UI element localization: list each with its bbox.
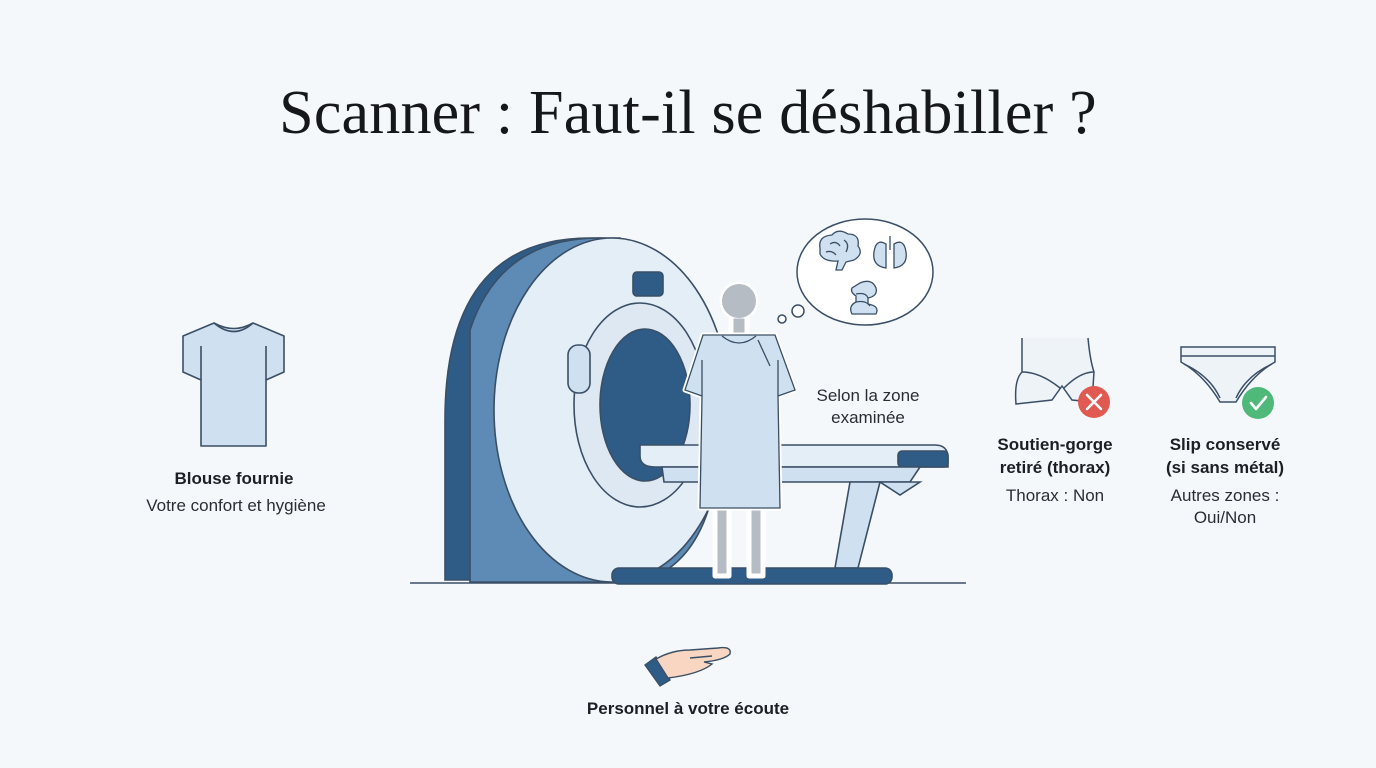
brief-icon [1180,346,1276,403]
bra-title-line1: Soutien-gorge [997,435,1113,454]
lungs-icon [873,236,907,269]
gown-title: Blouse fournie [174,469,294,488]
brief-title-line2: (si sans métal) [1165,458,1285,477]
ct-scanner-icon [444,237,731,583]
page-title: Scanner : Faut-il se déshabiller ? [279,79,1097,147]
hand-icon [644,646,731,687]
brief-note-line1: Autres zones : [1170,486,1280,505]
no-icon [1078,386,1110,418]
bra-title-line2: retiré (thorax) [999,458,1111,477]
gown-icon [182,322,285,447]
brief-note-line2: Oui/Non [1193,508,1257,527]
gown-subtitle: Votre confort et hygiène [146,496,326,515]
yes-icon [1242,387,1274,419]
bra-note: Thorax : Non [1005,486,1105,505]
brief-title-line1: Slip conservé [1169,435,1281,454]
zone-note-line1: Selon la zone [816,386,920,405]
brain-icon [819,230,861,271]
zone-note-line2: examinée [831,408,905,427]
staff-label: Personnel à votre écoute [586,699,790,718]
intestines-icon [850,280,878,315]
patient-figure [682,281,798,579]
bra-icon [1014,337,1095,405]
